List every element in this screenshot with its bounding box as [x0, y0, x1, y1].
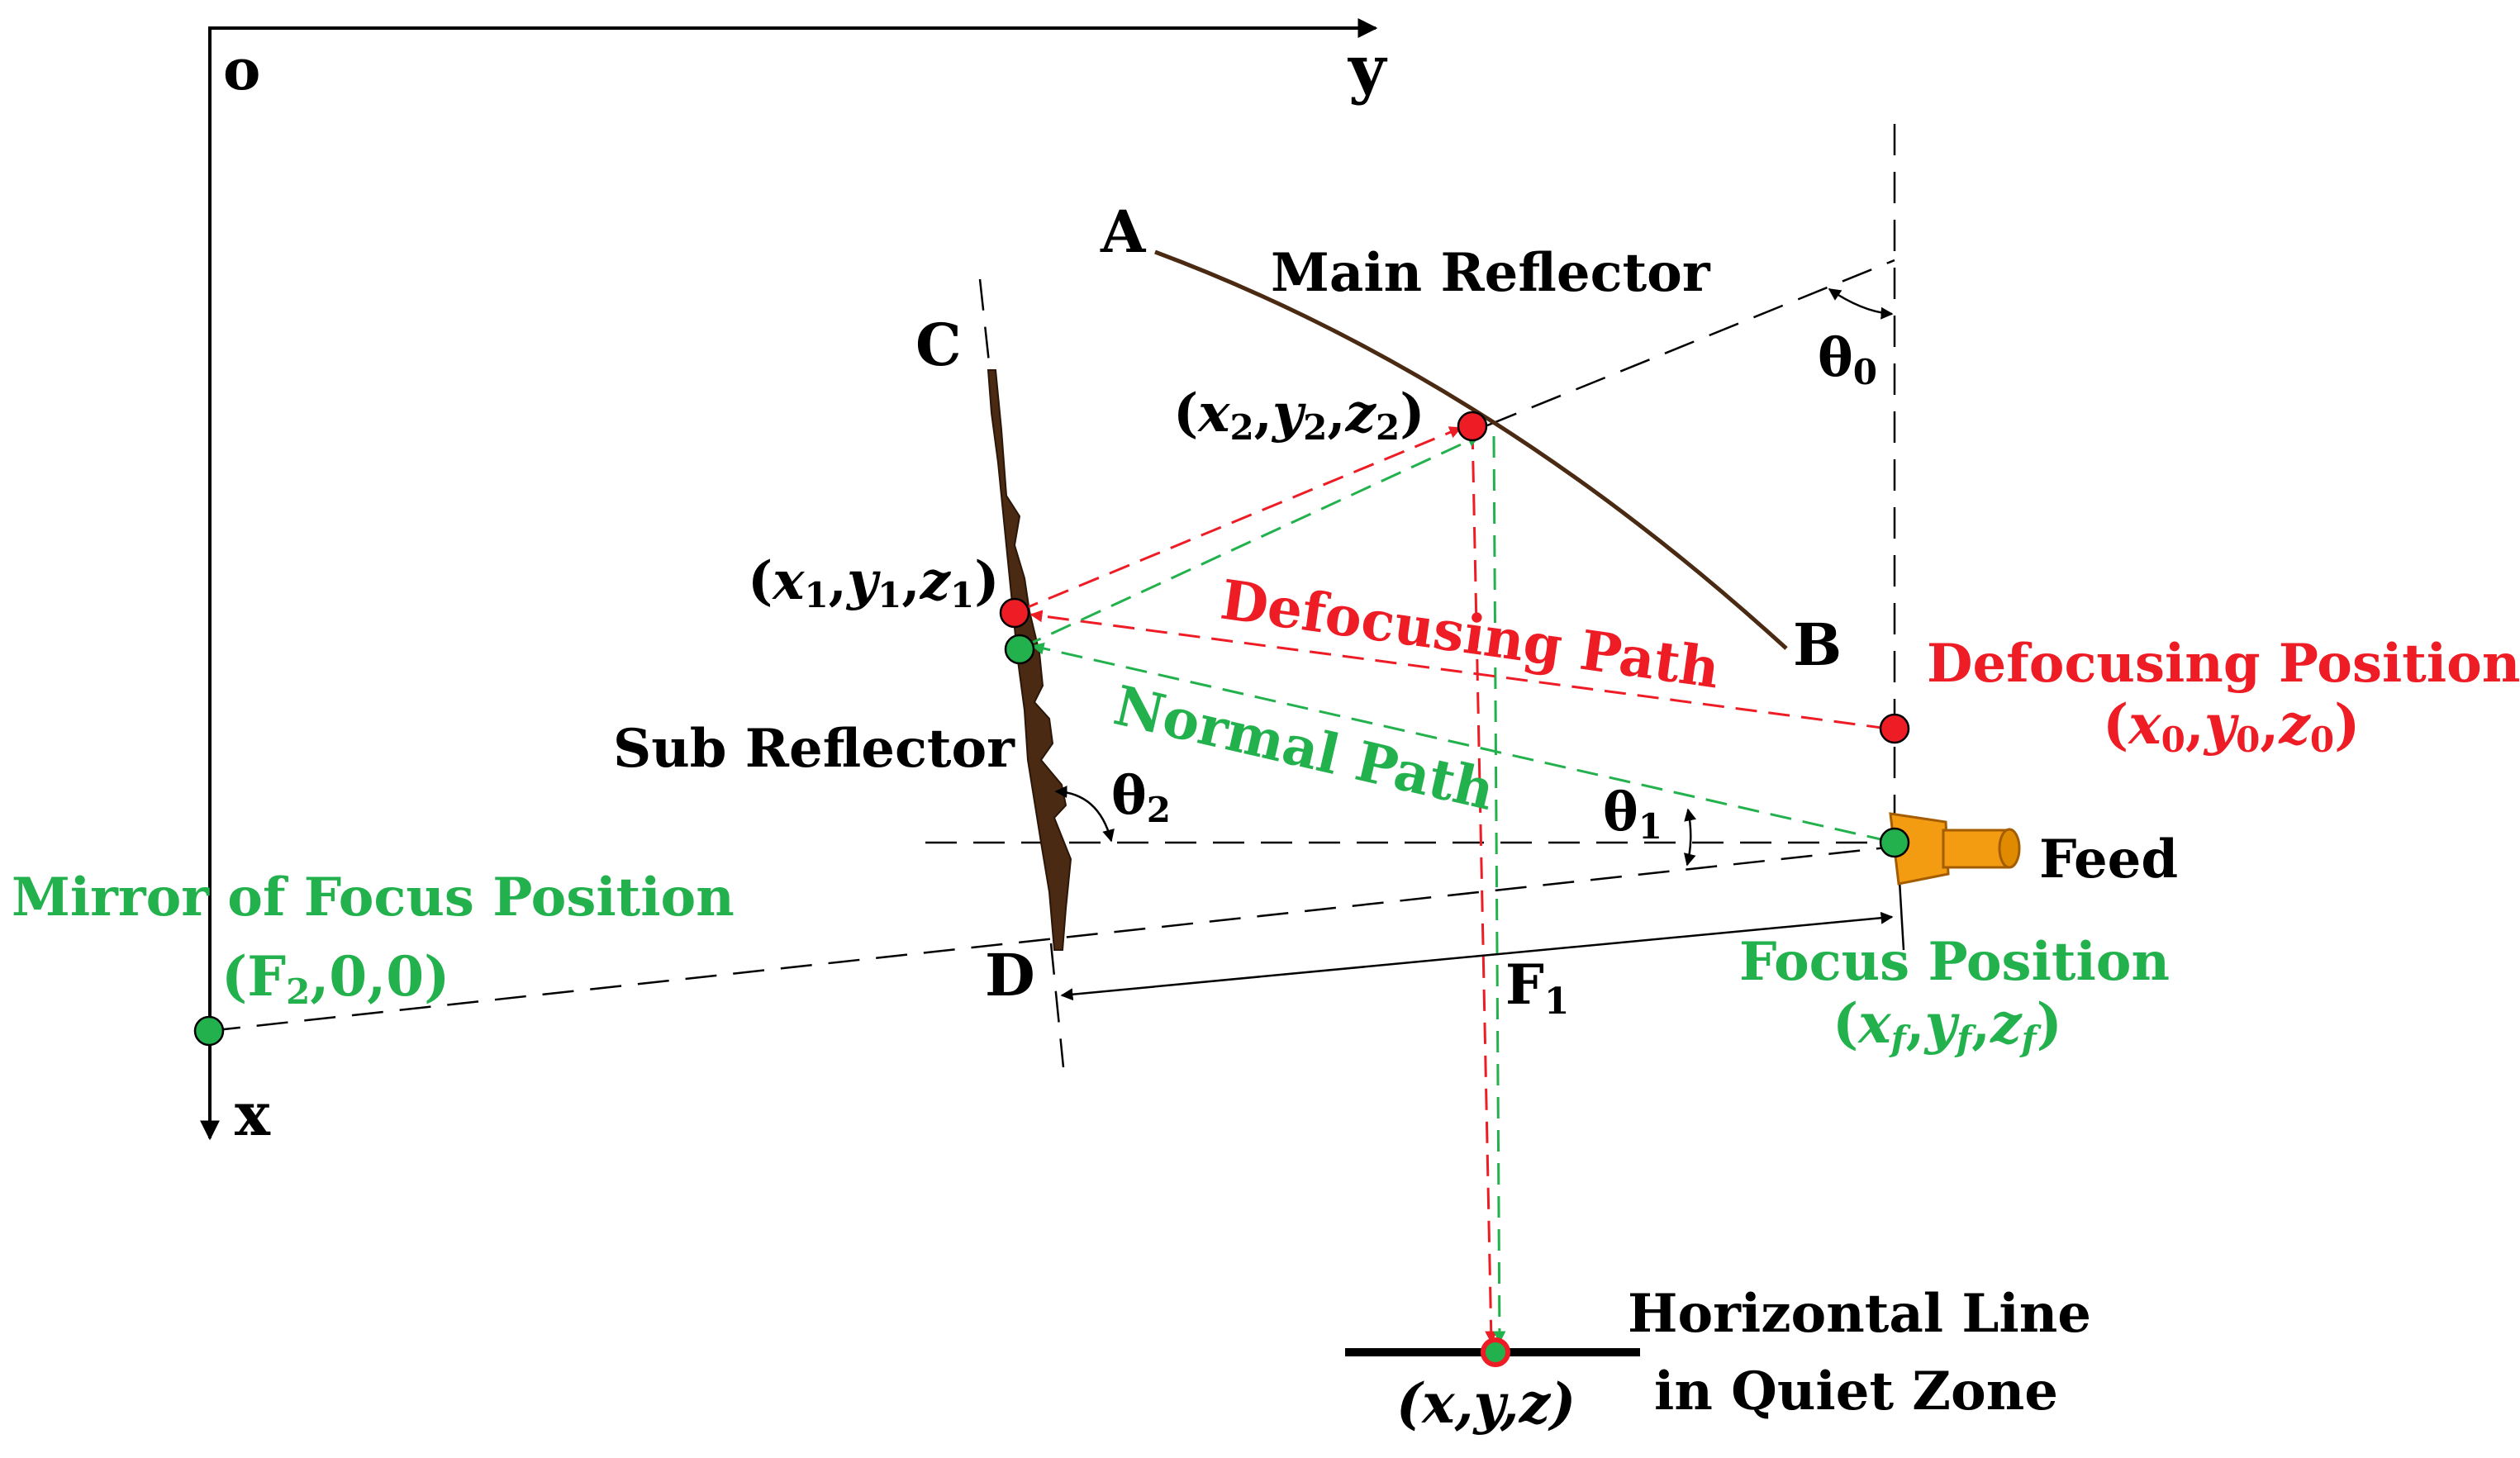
theta1-label: θ1 [1603, 781, 1662, 847]
point-quiet-zone [1481, 1337, 1510, 1367]
defocus-ray-feed-to-sub [1029, 610, 1889, 730]
normal-path-rays [1020, 435, 1889, 843]
component-labels: Main Reflector Sub Reflector Feed Horizo… [613, 242, 2178, 1422]
main-reflector-point-coords: (x2,y2,z2) [1173, 382, 1425, 448]
defocusing-position-coords: (x0,y0,z0) [2103, 692, 2360, 760]
sub-reflector-point-coords: (x1,y1,z1) [748, 550, 1000, 615]
sub-reflector-axis-top [978, 278, 991, 371]
horizontal-line-label-1: Horizontal Line [1628, 1283, 2091, 1345]
normal-ray-sub-to-main [1020, 435, 1481, 649]
point-b-label: B [1793, 610, 1842, 679]
theta1-arc [1683, 808, 1696, 867]
defocusing-path-label: Defocusing Path [1217, 568, 1724, 701]
focus-position-label: Focus Position [1739, 931, 2170, 993]
defocus-ray-sub-to-main [1017, 426, 1462, 613]
feed-horn-waveguide [1942, 829, 2009, 869]
mirror-focus-dashed-line [208, 845, 1895, 1033]
origin-label: o [223, 37, 260, 103]
focal-dimension-arrow [1060, 911, 1894, 1001]
point-d-label: D [985, 941, 1035, 1009]
sub-reflector-axis-bottom [1049, 943, 1065, 1068]
focus-position-coords: (xf,yf,zf) [1833, 991, 2062, 1059]
angle-labels: θ0 θ1 θ2 [1111, 327, 1877, 847]
point-mirror-focus [193, 1015, 225, 1047]
normal-ray-feed-to-sub [1031, 642, 1889, 843]
y-axis-label: y [1347, 31, 1388, 107]
feed-horn-flare [1889, 812, 1950, 886]
coordinate-labels: (x2,y2,z2) (x1,y1,z1) (x,y,z) [748, 382, 1576, 1436]
point-letters: A B C D F1 [915, 197, 1842, 1023]
main-reflector-label: Main Reflector [1271, 242, 1711, 304]
quiet-zone-point-coords: (x,y,z) [1396, 1371, 1576, 1436]
feed-horn [1889, 812, 2021, 886]
theta0-label: θ0 [1818, 327, 1877, 392]
x-axis-label: x [235, 1079, 271, 1149]
feed-horn-end [1998, 828, 2021, 869]
mirror-focus-label: Mirror of Focus Position [12, 867, 735, 928]
theta0-dashed-line [1486, 259, 1895, 427]
diagram-points [193, 411, 1910, 1367]
feed-label: Feed [2039, 829, 2178, 890]
angle-arcs [1054, 287, 1894, 867]
point-sub-reflector-normal [1004, 634, 1035, 665]
point-defocusing-position [1879, 713, 1910, 744]
normal-ray-down [1492, 435, 1506, 1344]
point-c-label: C [915, 311, 962, 379]
theta2-label: θ2 [1111, 765, 1171, 830]
point-main-reflector [1457, 411, 1488, 442]
horizontal-line-label-2: in Quiet Zone [1654, 1361, 2058, 1422]
coordinate-axes: o y x [200, 18, 1388, 1149]
point-sub-reflector-defocus [999, 597, 1030, 629]
point-a-label: A [1100, 197, 1147, 266]
focal-length-label: F1 [1505, 952, 1569, 1023]
point-focus-position [1879, 827, 1910, 858]
defocus-ray-down [1471, 427, 1498, 1344]
mirror-focus-coords: (F2,0,0) [221, 944, 449, 1012]
theta0-arc [1828, 287, 1894, 320]
defocusing-path-rays [1017, 426, 1889, 730]
defocusing-position-label: Defocusing Position [1927, 633, 2520, 695]
theta2-arc [1054, 786, 1115, 843]
sub-reflector-label: Sub Reflector [613, 718, 1015, 780]
